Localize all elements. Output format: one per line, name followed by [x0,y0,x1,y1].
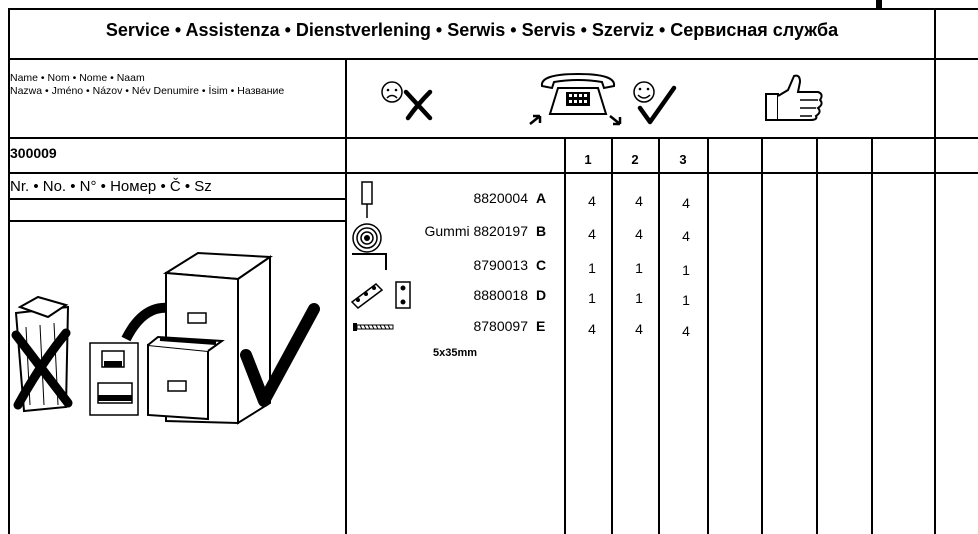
col-divider-4 [707,137,709,534]
part-quantity: 4 [588,226,596,242]
part-letter: A [536,190,547,206]
part-letter: E [536,318,546,334]
number-label: Nr. • No. • N° • Номер • Č • Sz [10,178,212,195]
col-divider-3 [658,137,660,534]
col-divider-2 [611,137,613,534]
part-quantity: 4 [682,228,690,244]
part-quantity: 4 [635,226,643,242]
part-letter: C [536,257,547,273]
part-code: 8780097 [473,318,528,334]
title-right-divider [934,8,936,534]
column-number-1: 1 [584,152,592,167]
icons-row-bottom-line [8,137,978,139]
thumbs-up-icon [765,74,823,121]
name-label-line: Nazwa • Jméno • Názov • Név Denumire • İ… [10,85,285,97]
chair-drawing-icon [89,342,139,416]
rubber-ring-icon [352,223,382,253]
name-label-line: Name • Nom • Nome • Naam [10,72,145,84]
part-quantity: 4 [588,321,596,337]
product-code: 300009 [10,145,57,161]
border-left [8,8,10,534]
col-divider-5 [761,137,763,534]
column-number-2: 2 [631,152,639,167]
code-row-bottom-line [8,172,978,174]
happy-face-check-icon [633,81,677,125]
col-divider-7 [871,137,873,534]
part-quantity: 1 [635,260,643,276]
part-quantity: 1 [588,290,596,306]
part-code: 8820004 [473,190,528,206]
part-code: 8880018 [473,287,528,303]
part-letter: D [536,287,547,303]
left-panel-divider [345,58,347,534]
part-quantity: 4 [635,193,643,209]
waste-bin-icon [11,295,73,413]
part-code: Gummi 8820197 [424,223,528,239]
allen-key-icon [352,253,387,270]
part-quantity: 1 [588,260,596,276]
corner-mark [876,0,882,8]
part-quantity: 4 [635,321,643,337]
screw-icon [353,323,394,331]
hinge-bracket-icon [350,281,411,309]
part-quantity: 1 [682,262,690,278]
col-divider-1 [564,137,566,534]
part-quantity: 1 [682,292,690,308]
column-number-3: 3 [679,152,687,167]
service-title: Service • Assistenza • Dienstverlening •… [105,19,839,40]
part-quantity: 1 [635,290,643,306]
filing-cabinet-illustration [11,251,320,425]
part-quantity: 4 [682,195,690,211]
part-quantity: 4 [588,193,596,209]
telephone-icon [529,72,622,126]
cabinet-icon [147,251,273,425]
part-code: 8790013 [473,257,528,273]
header-bottom-line [8,58,978,60]
nr-row-line-1 [8,198,346,200]
screw-size-note: 5x35mm [433,347,478,359]
border-top [8,8,978,10]
col-divider-6 [816,137,818,534]
nr-row-line-2 [8,220,346,222]
sad-face-cross-icon [381,81,433,121]
part-quantity: 4 [682,323,690,339]
part-letter: B [536,223,547,239]
cylinder-pin-icon [361,181,373,218]
